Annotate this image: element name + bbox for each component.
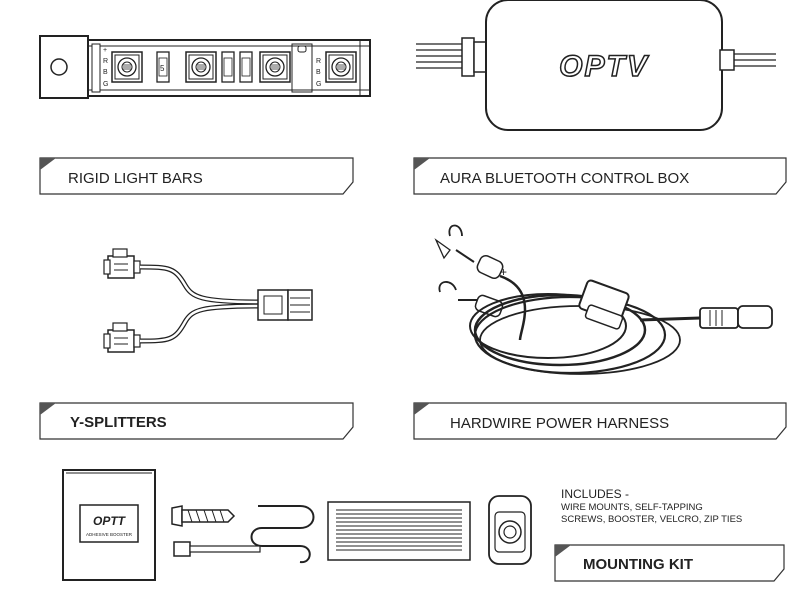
label-mounting-kit: MOUNTING KIT [583, 556, 693, 573]
includes-title: INCLUDES - [561, 487, 629, 501]
rigid-light-bar-illustration: + R B G 5 R B G [39, 35, 371, 99]
label-harness: HARDWIRE POWER HARNESS [450, 415, 669, 432]
label-control-box: AURA BLUETOOTH CONTROL BOX [440, 170, 689, 187]
led-chip [111, 51, 143, 83]
banner-rigid-light-bars: RIGID LIGHT BARS [39, 157, 354, 195]
chip-label: 5 [160, 64, 165, 73]
splitter-connector [103, 248, 141, 279]
strip-pin-label: + [103, 47, 107, 54]
resistor-chip [239, 51, 253, 83]
y-splitter-illustration [103, 248, 313, 353]
label-y-splitters: Y-SPLITTERS [70, 414, 167, 431]
strip-pin-label: G [316, 81, 321, 88]
strip-pin-label: B [103, 69, 108, 76]
includes-line2: SCREWS, BOOSTER, VELCRO, ZIP TIES [561, 514, 742, 525]
power-harness-illustration: + - [434, 224, 773, 375]
strip-pin-label: R [103, 58, 108, 65]
mounting-kit-illustration: OPTT ADHESIVE BOOSTER [62, 469, 532, 581]
splitter-connector [103, 322, 141, 353]
resistor-chip [221, 51, 235, 83]
control-box-logo: OPTV [559, 50, 650, 83]
pad-subtext: ADHESIVE BOOSTER [86, 532, 133, 537]
harness-plus-label: + [500, 265, 507, 279]
strip-pin-label: G [103, 81, 108, 88]
strip-pin-label: R [316, 58, 321, 65]
led-chip [185, 51, 217, 83]
includes-line1: WIRE MOUNTS, SELF-TAPPING [561, 502, 703, 513]
led-chip [325, 51, 357, 83]
banner-y-splitters: Y-SPLITTERS [39, 402, 354, 440]
led-chip [259, 51, 291, 83]
label-rigid-light-bars: RIGID LIGHT BARS [68, 170, 203, 187]
banner-mounting-kit: MOUNTING KIT [554, 544, 785, 582]
pad-logo: OPTT [93, 514, 127, 528]
banner-control-box: AURA BLUETOOTH CONTROL BOX [413, 157, 787, 195]
control-box-illustration: OPTV [416, 0, 776, 131]
strip-pin-label: B [316, 69, 321, 76]
banner-harness: HARDWIRE POWER HARNESS [413, 402, 787, 440]
